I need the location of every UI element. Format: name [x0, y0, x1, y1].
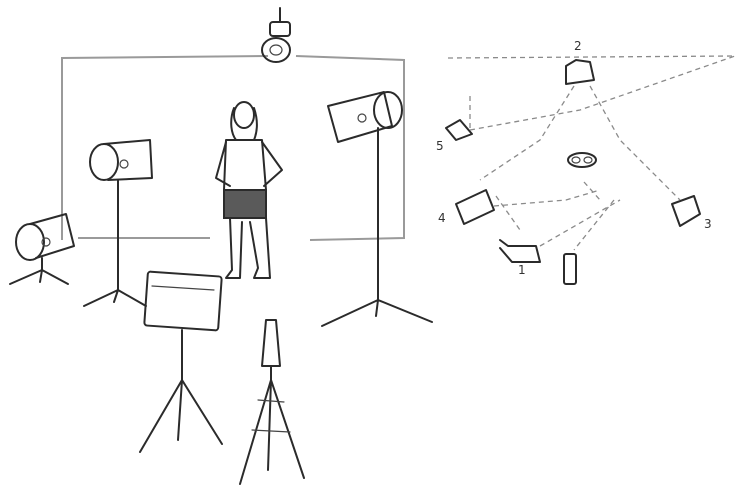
model-figure: [216, 102, 282, 278]
plan-label-1: 1: [518, 263, 526, 277]
right-key-light-icon: [322, 92, 432, 326]
plan-light-3-icon: [446, 120, 472, 140]
plan-label-5: 5: [436, 139, 444, 153]
plan-camera-icon: [564, 254, 576, 284]
left-key-light-icon: [84, 140, 152, 306]
plan-light-5-icon: [672, 196, 700, 226]
top-hair-light-icon: [262, 8, 290, 62]
plan-label-4: 4: [438, 211, 446, 225]
plan-label-3: 3: [704, 217, 712, 231]
plan-light-4-icon: [456, 190, 494, 224]
plan-light-2-icon: [566, 60, 594, 84]
camera-tripod-icon: [240, 320, 304, 484]
plan-light-1-icon: [500, 240, 540, 262]
plan-label-2: 2: [574, 39, 582, 53]
left-floor-light-icon: [10, 214, 74, 284]
softbox-panel-icon: [140, 271, 222, 452]
lighting-plan: 2 5 4 3 1: [436, 39, 735, 284]
